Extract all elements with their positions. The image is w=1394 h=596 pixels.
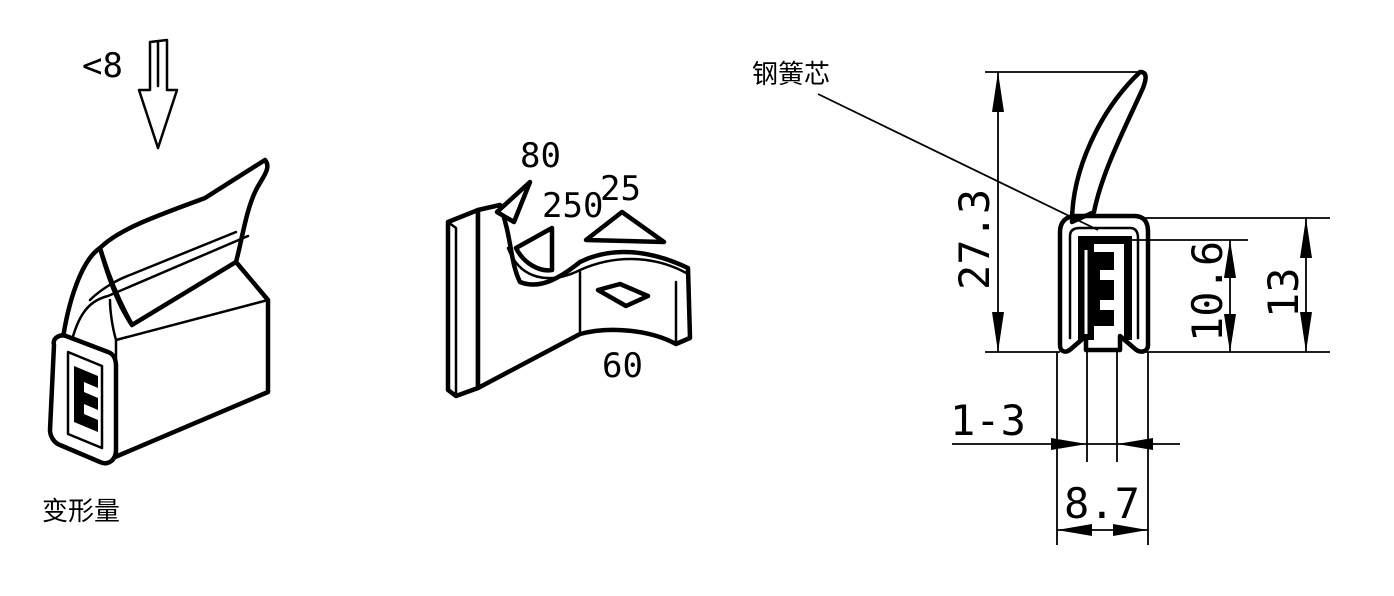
angle-60: 60 — [602, 346, 643, 386]
angle-250: 250 — [542, 186, 603, 226]
seal-end-slot — [66, 350, 104, 450]
core-leader-line — [817, 93, 1099, 231]
bend-plate — [445, 207, 481, 399]
deformation-value: <8 — [82, 46, 123, 86]
angle-marker-25-icon — [583, 209, 667, 245]
bend-strip — [475, 202, 693, 391]
bend-strip-fold — [506, 246, 690, 346]
profile-lip — [1069, 69, 1148, 225]
seal-end-core-fingers — [74, 366, 98, 432]
left-isometric-seal: <8 变形量 — [42, 38, 271, 527]
dim-body-height: 13 — [1259, 267, 1308, 318]
angle-marker-80-icon — [494, 179, 533, 225]
dim-width: 8.7 — [1064, 479, 1140, 528]
dim-1-3 — [952, 438, 1180, 450]
load-arrow-icon — [137, 38, 179, 150]
right-cross-section: 钢簧芯 27.3 10.6 13 1-3 8.7 — [752, 60, 1330, 545]
middle-bend-view: 80 250 25 60 — [445, 136, 693, 399]
bend-plate-edge — [446, 220, 458, 398]
deformation-label: 变形量 — [42, 497, 120, 527]
dim-grip-range: 1-3 — [950, 396, 1026, 445]
dim-27-3 — [992, 72, 1004, 352]
angle-marker-60-icon — [595, 281, 651, 309]
angle-80: 80 — [520, 136, 561, 176]
angle-marker-250-icon — [513, 225, 555, 273]
dim-8-7 — [1057, 524, 1148, 536]
dim-13 — [1300, 218, 1312, 352]
dim-inner-height: 10.6 — [1183, 241, 1232, 342]
profile-inner — [1068, 226, 1140, 340]
profile-outer — [1057, 213, 1151, 354]
core-label: 钢簧芯 — [752, 60, 830, 90]
seal-surface-line — [88, 230, 238, 302]
angle-25: 25 — [600, 169, 641, 209]
steel-core-icon — [1078, 236, 1132, 340]
dim-total-height: 27.3 — [950, 189, 999, 290]
dim-10-6 — [1224, 240, 1236, 352]
